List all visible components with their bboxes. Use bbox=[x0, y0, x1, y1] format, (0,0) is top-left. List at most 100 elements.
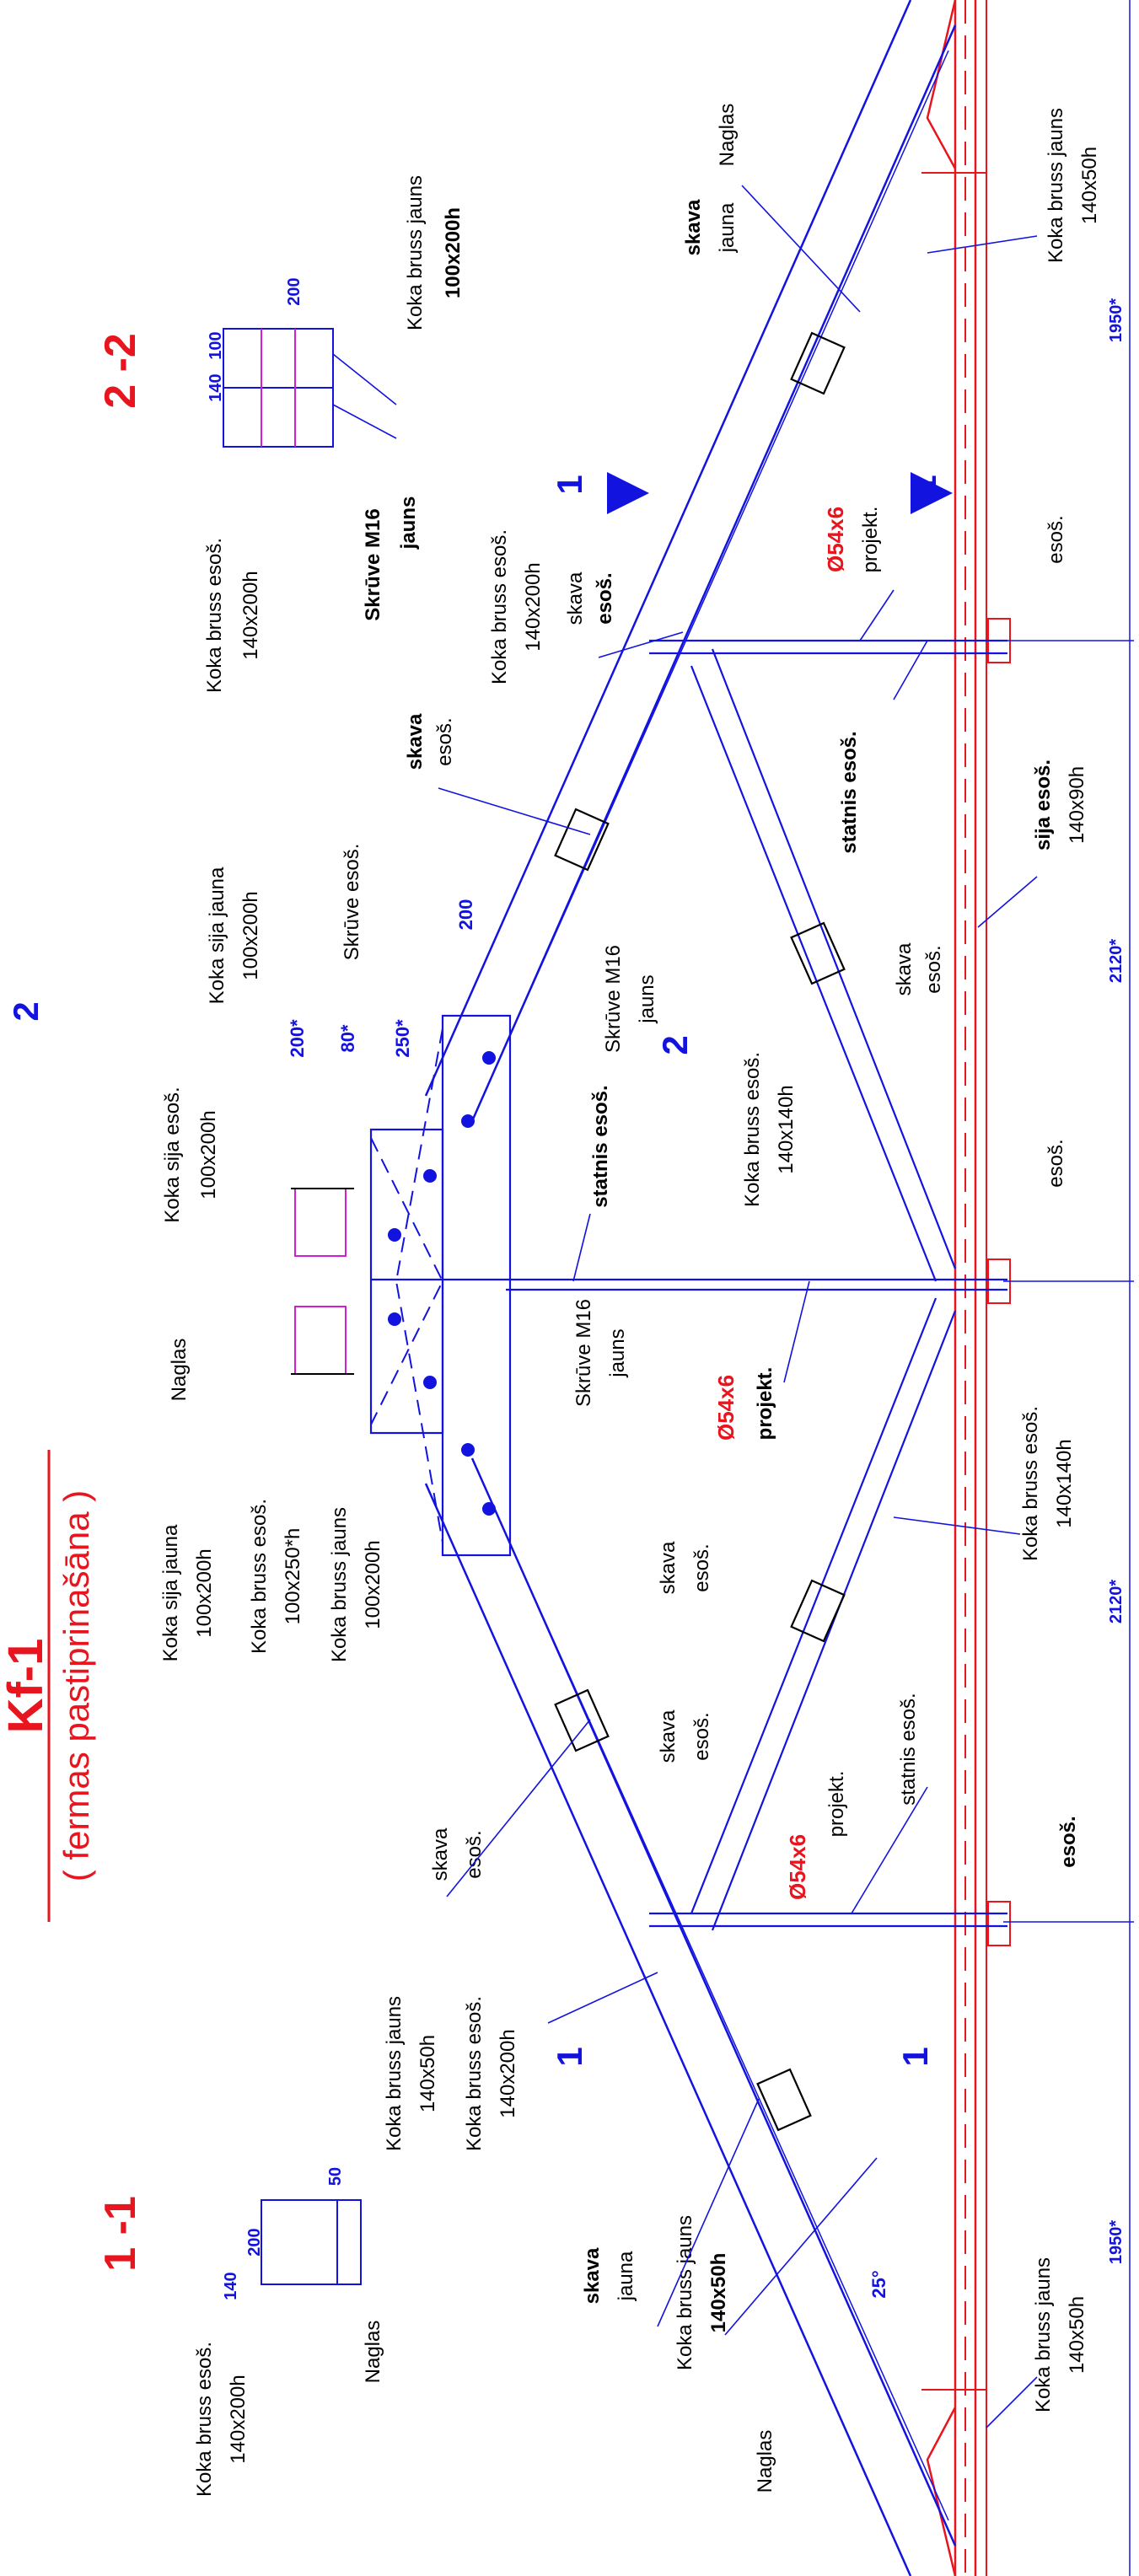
label-esos-lower-a: esoš. bbox=[690, 1712, 713, 1760]
label-140x50h-lower: 140x50h bbox=[416, 2035, 439, 2112]
label-koka-sija-jauna-top: Koka sija jauna bbox=[206, 867, 228, 1004]
dim-140-s11: 140 bbox=[222, 2272, 240, 2300]
label-140x50h-bottom: 140x50h bbox=[707, 2253, 730, 2333]
dim-2120-lower: 2120* bbox=[1107, 1580, 1126, 1623]
beam-section-left bbox=[294, 1188, 347, 1257]
drawing-title: Kf-1 ( fermas pastiprinašāna ) bbox=[0, 1450, 96, 1922]
dimension-chain: 1950* 2120* 2120* 1950* bbox=[1003, 0, 1134, 2576]
section-2-2: 2 -2 200 100 140 bbox=[96, 277, 334, 448]
dim-1950-top: 1950* bbox=[1107, 298, 1126, 342]
label-skruve-m16-lower: Skrūve M16 bbox=[572, 1299, 595, 1407]
label-koka-sija-jauna-lower: Koka sija jauna bbox=[159, 1524, 182, 1661]
label-100x200h-sija-lower: 100x200h bbox=[193, 1548, 216, 1637]
label-koka-bruss-jauns-top: Koka bruss jauns bbox=[404, 175, 427, 330]
label-jauns-lower: jauns bbox=[606, 1328, 629, 1377]
label-100x200h-sija-esos: 100x200h bbox=[197, 1110, 220, 1199]
label-skava-upper: skava bbox=[564, 572, 587, 625]
dim-200-s22: 200 bbox=[285, 277, 304, 305]
cut-2-left: 2 bbox=[6, 1001, 46, 1021]
label-koka-bruss-esos-lower-right: Koka bruss esoš. bbox=[1019, 1406, 1042, 1561]
label-esos-lower-b: esoš. bbox=[463, 1830, 486, 1878]
label-skava-lower-a: skava bbox=[657, 1709, 680, 1763]
label-jauna-bottom: jauna bbox=[615, 2251, 637, 2301]
label-skava-lower-mid: skava bbox=[657, 1541, 680, 1594]
label-skava-top: skava bbox=[682, 199, 705, 255]
label-koka-bruss-esos-lower: Koka bruss esoš. bbox=[463, 1996, 486, 2151]
dim-1950-bottom: 1950* bbox=[1107, 2220, 1126, 2264]
bolt-set bbox=[388, 1051, 496, 1516]
label-esos-right-upper2: esoš. bbox=[922, 945, 945, 993]
label-skruve-m16-top: Skrūve M16 bbox=[362, 508, 384, 620]
dim-250-apex: 250* bbox=[392, 1019, 413, 1058]
top-chords bbox=[424, 0, 957, 2576]
pipe-label-lower: Ø54x6 bbox=[785, 1834, 810, 1900]
dim-50-s11: 50 bbox=[326, 2167, 345, 2186]
label-skava-mid-upper: skava bbox=[404, 713, 427, 770]
section-2-2-title: 2 -2 bbox=[96, 333, 145, 409]
label-naglas-top: Naglas bbox=[716, 104, 739, 167]
bottom-chord bbox=[921, 0, 1011, 2576]
label-sija-esos: sija esoš. bbox=[1032, 759, 1055, 851]
label-100x250h: 100x250*h bbox=[282, 1528, 304, 1625]
label-esos-lower-right: esoš. bbox=[1057, 1816, 1080, 1867]
label-naglas-bottom: Naglas bbox=[754, 2430, 776, 2493]
dim-200-apex: 200 bbox=[455, 899, 476, 931]
label-jauna-top: jauna bbox=[716, 202, 739, 253]
dim-200-s11: 200 bbox=[245, 2228, 264, 2256]
label-140x200h-s11: 140x200h bbox=[227, 2375, 250, 2463]
pipe-label-upper: Ø54x6 bbox=[823, 507, 848, 572]
label-jauns-upper: jauns bbox=[636, 974, 658, 1023]
label-140x200h-lower: 140x200h bbox=[497, 2029, 519, 2117]
label-140x140h-lower-right: 140x140h bbox=[1053, 1439, 1076, 1527]
cut-1-bottom-right: 1 bbox=[895, 2047, 935, 2066]
label-140x50h-bottom-right: 140x50h bbox=[1066, 2296, 1088, 2374]
label-angle: 25° bbox=[868, 2270, 889, 2298]
dim-80-apex: 80* bbox=[337, 1024, 358, 1052]
cut-1-bottom-left: 1 bbox=[550, 2047, 589, 2066]
dim-2120-upper: 2120* bbox=[1107, 939, 1126, 983]
label-140x140h-center: 140x140h bbox=[775, 1085, 798, 1173]
label-koka-bruss-jauns-right: Koka bruss jauns bbox=[1045, 108, 1067, 263]
label-koka-bruss-esos-upper: Koka bruss esoš. bbox=[488, 529, 511, 684]
clamps bbox=[554, 331, 846, 2132]
title-main: Kf-1 bbox=[0, 1639, 53, 1734]
annotations: Koka bruss jauns 100x200h Koka bruss eso… bbox=[159, 104, 1101, 2497]
label-skava-bottom: skava bbox=[581, 2247, 604, 2304]
label-naglas-s11: Naglas bbox=[362, 2321, 384, 2384]
label-esos-lower-mid: esoš. bbox=[690, 1543, 713, 1591]
label-koka-bruss-jauns-apex: Koka bruss jauns bbox=[328, 1507, 351, 1662]
label-100x200h-apex: 100x200h bbox=[362, 1540, 384, 1629]
label-jauns-top: jauns bbox=[397, 496, 420, 550]
title-sub: ( fermas pastiprinašāna ) bbox=[56, 1490, 96, 1882]
section-1-1-title: 1 -1 bbox=[96, 2196, 145, 2272]
label-skava-lower-b: skava bbox=[429, 1827, 452, 1881]
label-140x200h-upper: 140x200h bbox=[522, 562, 545, 651]
label-koka-bruss-esos-apex: Koka bruss esoš. bbox=[248, 1499, 271, 1654]
label-projekt-lower: projekt. bbox=[825, 1771, 848, 1838]
label-skruve-esos: Skrūve esoš. bbox=[341, 844, 363, 961]
label-statnis-esos-lower: statnis esoš. bbox=[897, 1693, 920, 1805]
label-140x200h-top: 140x200h bbox=[239, 571, 262, 659]
dim-140-s22: 140 bbox=[207, 373, 225, 401]
cut-1-top-left: 1 bbox=[550, 475, 589, 494]
label-140x50h-right: 140x50h bbox=[1078, 147, 1101, 224]
label-skava-right-upper: skava bbox=[893, 942, 916, 996]
leader-lines bbox=[332, 185, 1038, 2428]
label-skruve-m16-upper: Skrūve M16 bbox=[602, 945, 625, 1053]
dim-100-s22: 100 bbox=[207, 331, 225, 359]
vertical-posts bbox=[371, 639, 1007, 1928]
label-100x200h-top: 100x200h bbox=[442, 207, 465, 298]
label-esos-center-right: esoš. bbox=[1045, 1139, 1067, 1187]
label-koka-bruss-jauns-bottom-right: Koka bruss jauns bbox=[1032, 2257, 1055, 2412]
cut-markers: 1 1 1 1 2 2 bbox=[6, 472, 953, 2067]
label-koka-bruss-esos-top: Koka bruss esoš. bbox=[203, 538, 226, 693]
dim-200s-apex: 200* bbox=[287, 1019, 308, 1058]
label-koka-bruss-esos-s11: Koka bruss esoš. bbox=[193, 2342, 216, 2497]
label-naglas-apex: Naglas bbox=[168, 1339, 191, 1402]
pipe-label-center: Ø54x6 bbox=[713, 1375, 739, 1441]
label-projekt-upper: projekt. bbox=[859, 507, 882, 573]
label-esos-right-upper: esoš. bbox=[1045, 515, 1067, 563]
label-statnis-esos-upper: statnis esoš. bbox=[838, 731, 861, 853]
apex-joint: 200 250* 80* 200* bbox=[287, 899, 512, 1557]
